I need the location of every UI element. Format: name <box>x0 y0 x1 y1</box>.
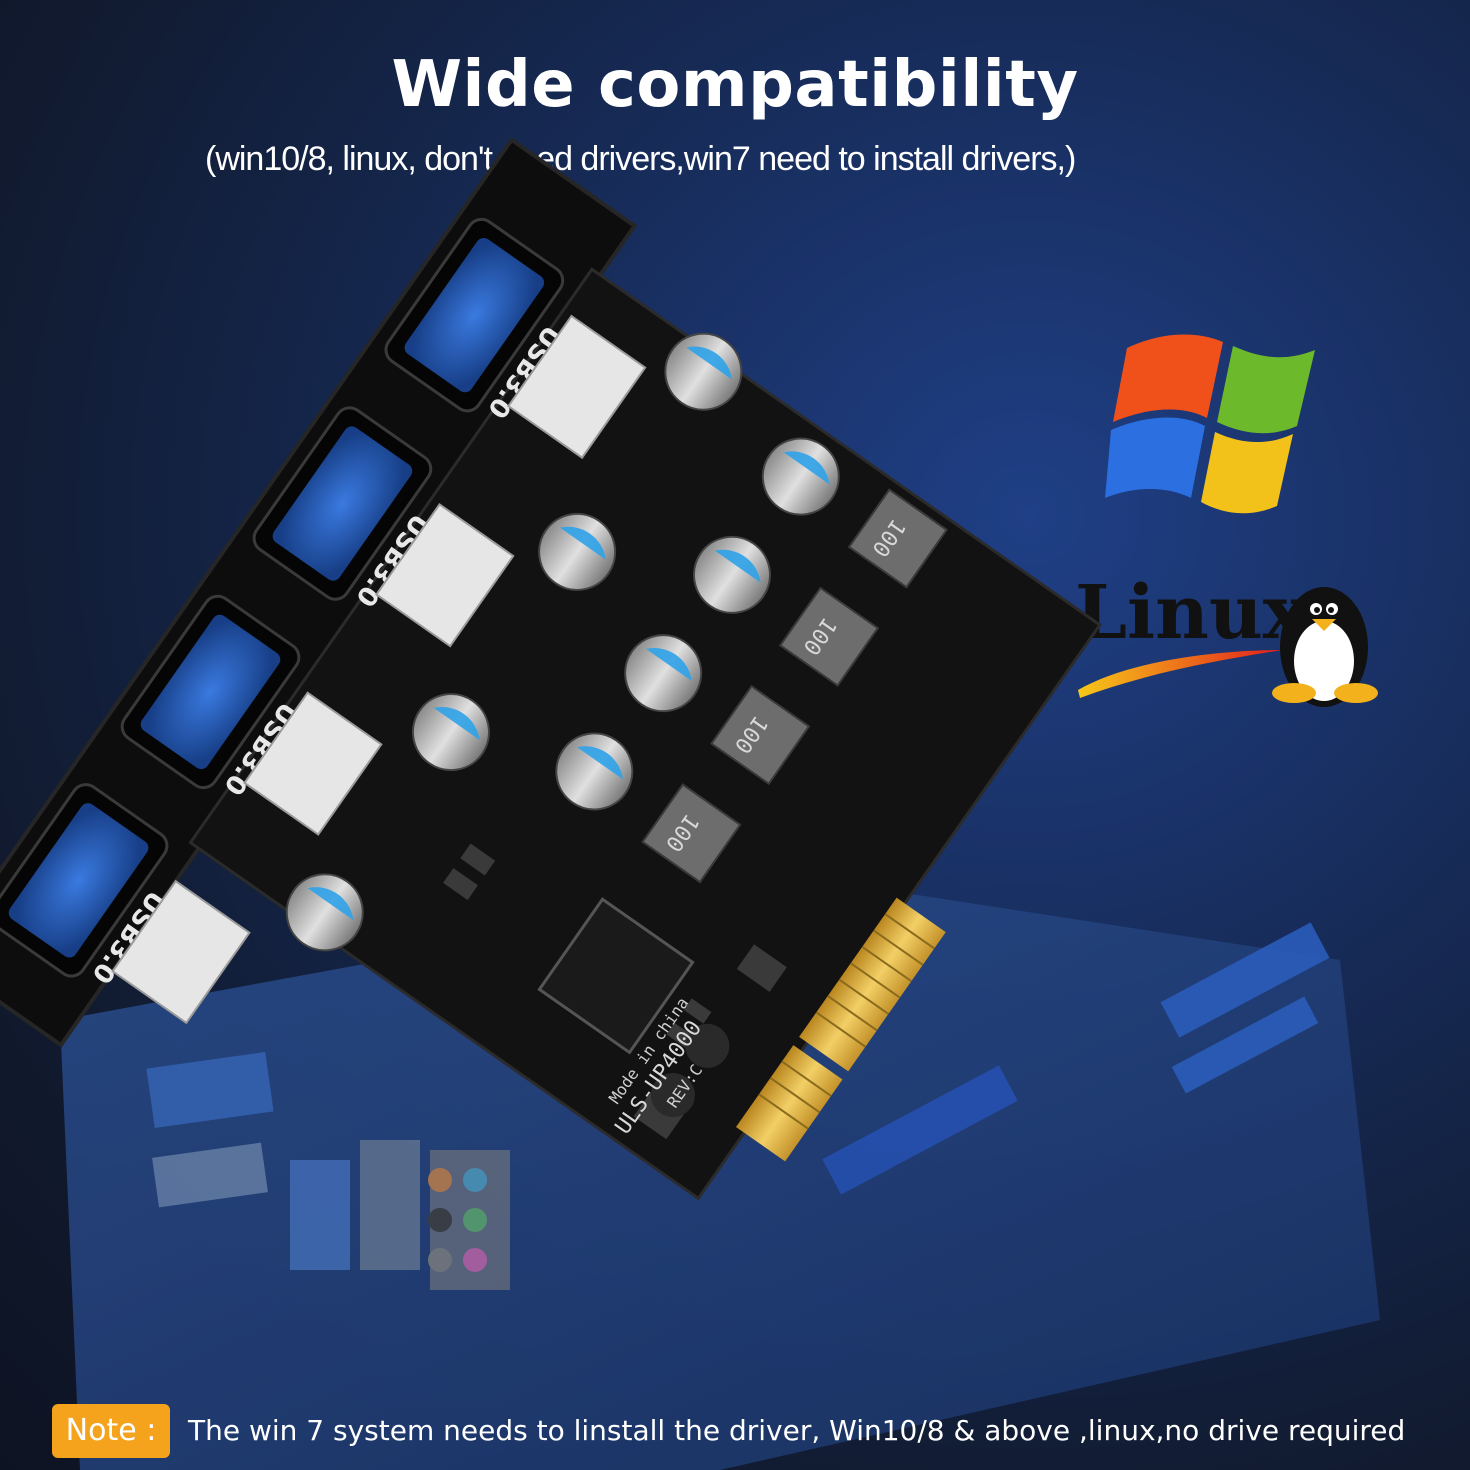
page-title: Wide compatibility <box>391 48 1079 122</box>
note-text: The win 7 system needs to linstall the d… <box>188 1414 1406 1447</box>
page-subtitle: (win10/8, linux, don't need drivers,win7… <box>205 140 1076 178</box>
capacitors <box>285 332 840 952</box>
note-badge: Note : <box>52 1404 170 1458</box>
gold-contacts <box>799 897 946 1072</box>
pcie-usb-card: USB3.0 USB3.0 USB3.0 USB3.0 <box>0 137 1102 1201</box>
svg-text:Linux: Linux <box>1075 570 1308 656</box>
motherboard-background <box>60 880 1380 1470</box>
controller-chip <box>537 897 695 1055</box>
tux-penguin-icon <box>1272 587 1378 707</box>
inductors <box>641 488 949 884</box>
windows-logo <box>1105 334 1315 514</box>
usb-port-2: USB3.0 <box>252 406 435 612</box>
linux-logo: Linux <box>1075 570 1378 707</box>
